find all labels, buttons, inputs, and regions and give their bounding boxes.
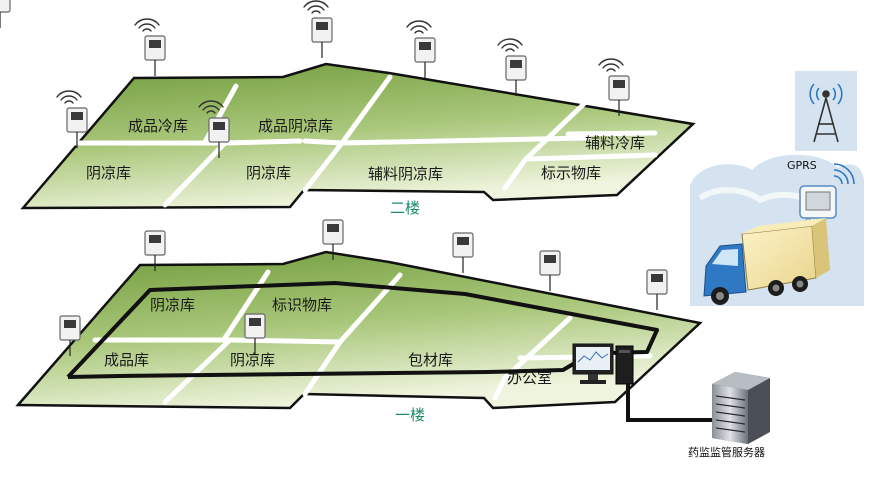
room-label: 辅料阴凉库 [368, 165, 443, 183]
radio-tower-icon [809, 83, 843, 143]
truck-icon [703, 218, 830, 305]
room-label: 包材库 [408, 351, 453, 369]
floor-label: 一楼 [395, 406, 425, 424]
room-label: 成品阴凉库 [258, 117, 333, 135]
floor-2: 成品冷库 成品阴凉库 辅料冷库 阴凉库 阴凉库 辅料阴凉库 标示物库 二楼 [20, 62, 696, 217]
wireless-sensor-icon [303, 0, 333, 59]
tower-background [795, 71, 857, 151]
room-label: 阴凉库 [86, 164, 131, 182]
room-label: 成品冷库 [128, 117, 188, 135]
temperature-sensor-icon [452, 232, 474, 274]
room-label: 阴凉库 [246, 164, 291, 182]
monitor-icon [799, 185, 837, 219]
room-label: 标示物库 [541, 164, 601, 182]
monitor-icon [572, 343, 614, 384]
room-label: 阴凉库 [150, 296, 195, 314]
floor-1-slab [15, 250, 703, 410]
gprs-label: GPRS [787, 159, 817, 172]
temperature-sensor-icon [539, 250, 561, 292]
server-rack-icon [712, 372, 770, 444]
floor-2-slab [20, 62, 696, 210]
wireless-sensor-icon [406, 20, 436, 79]
room-label: 成品库 [104, 351, 149, 369]
signal-waves-icon [833, 163, 855, 185]
server-label: 药监监管服务器 [688, 445, 765, 459]
server-cable [626, 384, 712, 422]
temperature-sensor-icon [646, 269, 668, 311]
room-label: 标识物库 [272, 296, 332, 314]
wireless-sensor-icon [598, 58, 630, 117]
office-computer [572, 343, 712, 422]
floor-1: 阴凉库 标识物库 成品库 阴凉库 包材库 办公室 一楼 [15, 250, 703, 424]
wireless-sensor-icon [497, 38, 527, 97]
wireless-sensor-icon [134, 18, 166, 77]
room-label: 办公室 [507, 369, 552, 387]
room-label: 阴凉库 [230, 351, 275, 369]
gprs-panel: GPRS [690, 71, 864, 306]
floor-label: 二楼 [390, 199, 420, 217]
room-label: 辅料冷库 [585, 134, 645, 152]
computer-tower-icon [615, 345, 634, 385]
temperature-sensor-icon [0, 0, 11, 28]
